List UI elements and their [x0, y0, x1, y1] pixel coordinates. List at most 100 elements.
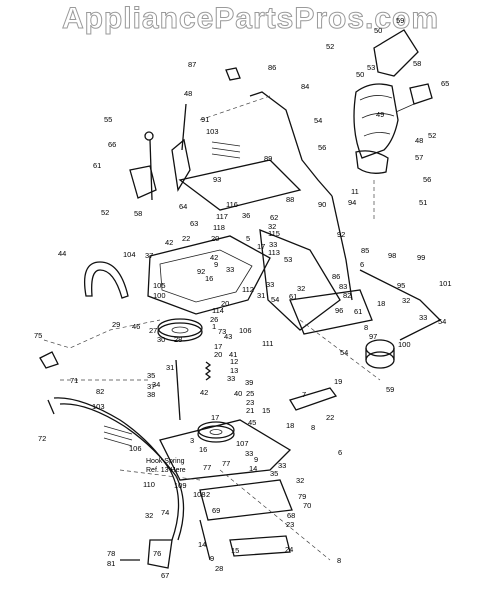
callout-label: 40	[234, 389, 242, 398]
callout-label: 79	[298, 492, 306, 501]
callout-label: 105	[153, 281, 166, 290]
callout-label: 24	[285, 545, 293, 554]
callout-label: 29	[112, 320, 120, 329]
callout-label: 112	[242, 285, 254, 294]
callout-label: 22	[182, 234, 190, 243]
callout-label: 110	[143, 480, 155, 489]
callout-label: 52	[101, 208, 109, 217]
callout-label: 111	[262, 339, 273, 348]
callout-label: 74	[161, 508, 169, 517]
callout-label: 6	[338, 448, 342, 457]
callout-label: 8	[364, 323, 368, 332]
callout-label: 99	[417, 253, 425, 262]
callout-label: 27	[149, 326, 157, 335]
callout-label: 33	[227, 374, 235, 383]
note-line-1: Hook Spring	[146, 458, 185, 465]
callout-label: 84	[301, 82, 309, 91]
callout-label: 17	[214, 342, 222, 351]
handlebar	[39, 351, 185, 569]
callout-label: 38	[147, 390, 155, 399]
callout-label: 13	[230, 366, 238, 375]
callout-label: 5	[246, 234, 250, 243]
callout-label: 100	[398, 340, 411, 349]
callout-label: 16	[199, 445, 207, 454]
callout-label: 35	[147, 371, 155, 380]
callout-label: 61	[289, 292, 297, 301]
right-linkage	[289, 195, 442, 411]
callout-label: 118	[213, 223, 225, 232]
callout-label: 20	[211, 234, 219, 243]
callout-label: 50	[374, 26, 382, 35]
note-line-2: Ref. 13 Here	[146, 467, 186, 474]
callout-label: 76	[153, 549, 161, 558]
callout-label: 54	[340, 348, 348, 357]
callout-label: 100	[153, 291, 166, 300]
callout-label: 20	[214, 350, 222, 359]
callout-label: 61	[354, 307, 362, 316]
callout-label: 81	[107, 559, 115, 568]
shaft	[175, 359, 181, 421]
callout-label: 33	[419, 313, 427, 322]
callout-label: 77	[203, 463, 211, 472]
callout-label: 33	[245, 449, 253, 458]
callout-label: 25	[246, 389, 254, 398]
callout-label: 53	[284, 255, 292, 264]
main-frame	[147, 159, 373, 335]
callout-label: 18	[286, 421, 294, 430]
callout-label: 117	[216, 212, 228, 221]
callout-label: 22	[326, 413, 334, 422]
callout-label: 59	[386, 385, 394, 394]
callout-label: 69	[212, 506, 220, 515]
callout-label: 75	[34, 331, 42, 340]
callout-label: 32	[145, 511, 153, 520]
callout-label: 52	[326, 42, 334, 51]
callout-label: 58	[413, 59, 421, 68]
callout-label: 86	[268, 63, 276, 72]
callout-label: 54	[438, 317, 446, 326]
callout-label: 45	[248, 418, 256, 427]
spring	[204, 361, 212, 381]
callout-label: 89	[264, 154, 272, 163]
callout-label: 33	[226, 265, 234, 274]
callout-label: 14	[249, 464, 257, 473]
callout-label: 48	[184, 89, 192, 98]
callout-label: 9	[210, 554, 214, 563]
callout-label: 7	[302, 390, 306, 399]
chute-crank-rod	[249, 91, 333, 197]
watermark: AppliancePartsPros.com	[61, 2, 440, 36]
callout-label: 33	[266, 280, 274, 289]
callout-label: 37	[145, 251, 153, 260]
callout-label: 41	[229, 350, 237, 359]
callout-label: 58	[134, 209, 142, 218]
callout-label: 106	[129, 444, 142, 453]
callout-label: 15	[262, 406, 270, 415]
callout-label: 33	[278, 461, 286, 470]
callout-label: 63	[190, 219, 198, 228]
callout-label: 39	[245, 378, 253, 387]
adapter-86	[225, 67, 241, 81]
callout-label: 54	[314, 116, 322, 125]
callout-label: 50	[356, 70, 364, 79]
callout-label: 54	[271, 295, 279, 304]
callout-label: 113	[268, 248, 280, 257]
callout-label: 82	[96, 387, 104, 396]
callout-label: 32	[296, 476, 304, 485]
cable-marks	[103, 141, 241, 447]
callout-label: 78	[107, 549, 115, 558]
callout-label: 115	[268, 229, 280, 238]
lower-bracket	[159, 419, 293, 561]
callout-label: 62	[270, 213, 278, 222]
callout-label: 56	[423, 175, 431, 184]
callout-label: 12	[230, 357, 238, 366]
callout-label: 66	[108, 140, 116, 149]
callout-label: 21	[246, 406, 254, 415]
callout-label: 18	[377, 299, 385, 308]
callout-label: 28	[174, 335, 182, 344]
leader-lines	[43, 95, 381, 561]
callout-label: 34	[152, 380, 160, 389]
shift-lever	[129, 103, 191, 201]
callout-label: 73	[218, 327, 226, 336]
callout-label: 28	[215, 564, 223, 573]
callout-label: 6	[360, 260, 364, 269]
